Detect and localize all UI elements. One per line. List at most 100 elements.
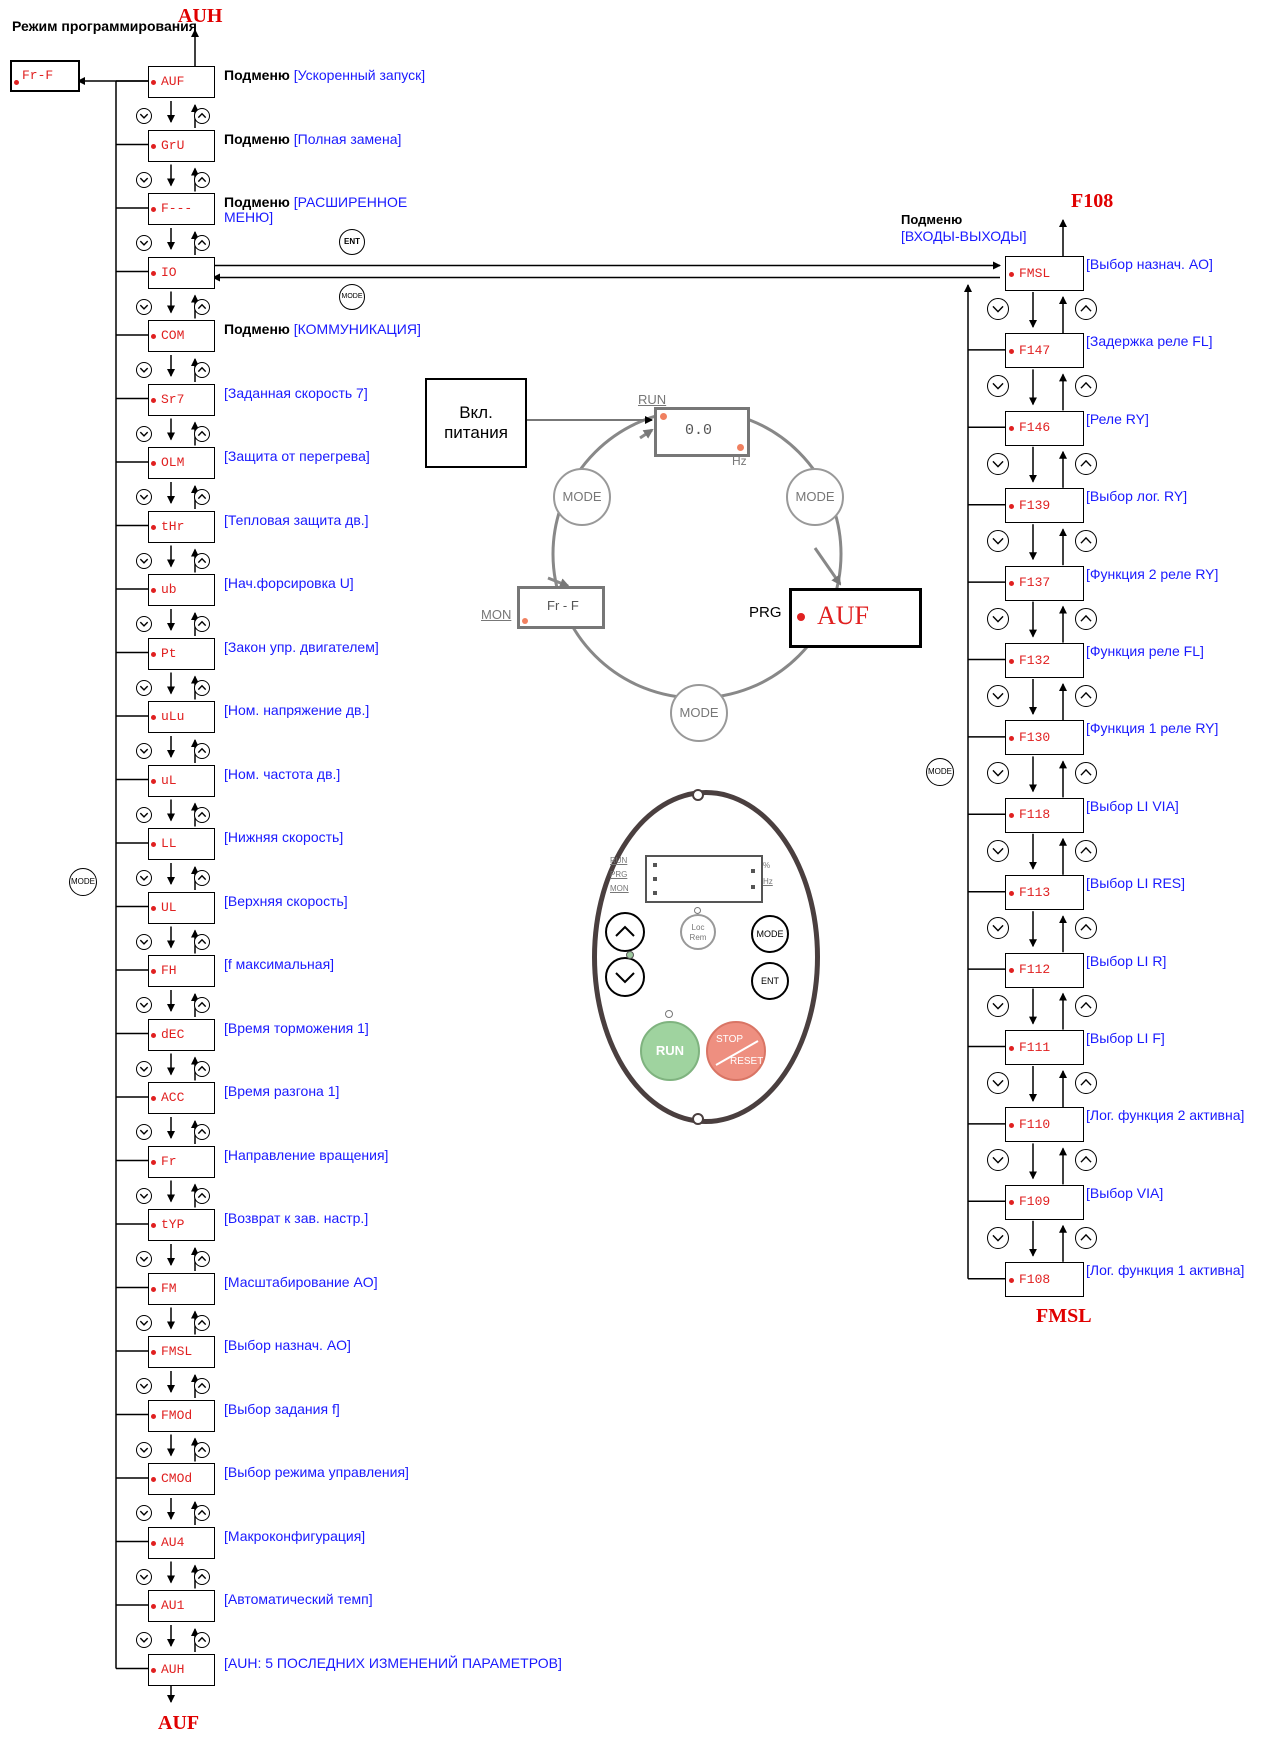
scroll-down-icon[interactable] [136,108,152,124]
scroll-up-icon[interactable] [194,235,210,251]
scroll-up-icon[interactable] [1075,994,1097,1017]
menu-box-au4[interactable]: AU4 [148,1526,215,1559]
menu-box-pt[interactable]: Pt [148,637,215,670]
scroll-down-icon[interactable] [136,235,152,251]
io-box-f109[interactable]: F109 [1005,1184,1084,1220]
scroll-down-icon[interactable] [136,870,152,886]
scroll-up-icon[interactable] [194,489,210,505]
scroll-down-icon[interactable] [136,1314,152,1331]
scroll-up-icon[interactable] [194,362,210,378]
scroll-down-icon[interactable] [987,530,1009,553]
keypad-stop-reset-button[interactable]: STOP RESET [706,1021,766,1081]
menu-box-ul[interactable]: UL [148,891,215,924]
io-box-f146[interactable]: F146 [1005,410,1084,446]
scroll-down-icon[interactable] [136,1124,152,1140]
scroll-down-icon[interactable] [987,839,1009,862]
keypad-up-button[interactable] [605,912,645,952]
scroll-up-icon[interactable] [194,1441,210,1458]
scroll-up-icon[interactable] [194,1251,210,1267]
scroll-down-icon[interactable] [987,1072,1009,1094]
io-box-f118[interactable]: F118 [1005,797,1084,833]
scroll-up-icon[interactable] [194,171,210,188]
scroll-down-icon[interactable] [987,1226,1009,1249]
scroll-down-icon[interactable] [987,298,1009,320]
scroll-down-icon[interactable] [136,362,152,378]
scroll-up-icon[interactable] [1075,452,1097,475]
io-box-f139[interactable]: F139 [1005,488,1084,524]
scroll-down-icon[interactable] [136,616,152,632]
scroll-down-icon[interactable] [136,552,152,569]
scroll-down-icon[interactable] [987,685,1009,707]
scroll-up-icon[interactable] [194,1568,210,1585]
scroll-down-icon[interactable] [136,933,152,950]
scroll-down-icon[interactable] [987,375,1009,398]
scroll-up-icon[interactable] [194,1187,210,1204]
menu-box-dec[interactable]: dEC [148,1018,215,1051]
scroll-up-icon[interactable] [194,1632,210,1648]
scroll-up-icon[interactable] [1075,1149,1097,1172]
scroll-down-icon[interactable] [136,1568,152,1585]
scroll-up-icon[interactable] [1075,530,1097,553]
scroll-up-icon[interactable] [1075,298,1097,320]
scroll-up-icon[interactable] [1075,607,1097,630]
scroll-up-icon[interactable] [194,1314,210,1331]
scroll-down-icon[interactable] [136,1632,152,1648]
scroll-up-icon[interactable] [194,1124,210,1140]
scroll-down-icon[interactable] [987,762,1009,785]
scroll-down-icon[interactable] [136,997,152,1013]
scroll-up-icon[interactable] [194,616,210,632]
menu-box-auf[interactable]: AUF [148,66,215,98]
cycle-mode-button-bottom[interactable]: MODE [670,684,728,742]
scroll-down-icon[interactable] [136,171,152,188]
scroll-down-icon[interactable] [136,298,152,315]
menu-box-f---[interactable]: F--- [148,193,215,225]
scroll-down-icon[interactable] [136,806,152,823]
io-box-f137[interactable]: F137 [1005,565,1084,601]
scroll-down-icon[interactable] [136,489,152,505]
scroll-up-icon[interactable] [1075,839,1097,862]
io-mode-button[interactable]: MODE [339,284,365,310]
menu-box-sr7[interactable]: Sr7 [148,383,215,416]
keypad-run-button[interactable]: RUN [640,1021,700,1081]
io-box-f130[interactable]: F130 [1005,720,1084,756]
scroll-down-icon[interactable] [136,425,152,442]
menu-box-au1[interactable]: AU1 [148,1590,215,1622]
menu-box-fmsl[interactable]: FMSL [148,1336,215,1368]
ent-button[interactable]: ENT [339,229,365,255]
scroll-up-icon[interactable] [194,679,210,696]
scroll-down-icon[interactable] [987,994,1009,1017]
keypad-ent-button[interactable]: ENT [751,962,789,1000]
menu-box-fh[interactable]: FH [148,955,215,987]
scroll-up-icon[interactable] [194,1378,210,1394]
scroll-down-icon[interactable] [136,1505,152,1521]
scroll-up-icon[interactable] [194,298,210,315]
io-box-f108[interactable]: F108 [1005,1262,1084,1298]
io-box-f113[interactable]: F113 [1005,875,1084,911]
cycle-mode-button-right[interactable]: MODE [786,468,844,526]
scroll-down-icon[interactable] [136,1441,152,1458]
right-mode-button[interactable]: MODE [926,758,954,786]
scroll-up-icon[interactable] [194,743,210,759]
keypad-loc-rem-button[interactable]: Loc Rem [680,914,716,950]
menu-box-acc[interactable]: ACC [148,1082,215,1114]
menu-box-olm[interactable]: OLM [148,447,215,479]
scroll-up-icon[interactable] [194,933,210,950]
io-box-f110[interactable]: F110 [1005,1107,1084,1143]
scroll-up-icon[interactable] [1075,762,1097,785]
io-box-f147[interactable]: F147 [1005,333,1084,369]
menu-box-fmod[interactable]: FMOd [148,1399,215,1432]
scroll-down-icon[interactable] [987,607,1009,630]
scroll-down-icon[interactable] [136,1378,152,1394]
scroll-up-icon[interactable] [194,108,210,124]
cycle-mode-button-left[interactable]: MODE [553,468,611,526]
scroll-down-icon[interactable] [987,1149,1009,1172]
scroll-down-icon[interactable] [987,452,1009,475]
menu-box-ll[interactable]: LL [148,828,215,860]
scroll-down-icon[interactable] [136,743,152,759]
menu-box-fr[interactable]: Fr [148,1145,215,1178]
io-box-f112[interactable]: F112 [1005,952,1084,988]
scroll-up-icon[interactable] [194,1060,210,1077]
scroll-up-icon[interactable] [1075,917,1097,940]
scroll-down-icon[interactable] [136,679,152,696]
left-mode-button[interactable]: MODE [69,868,97,896]
